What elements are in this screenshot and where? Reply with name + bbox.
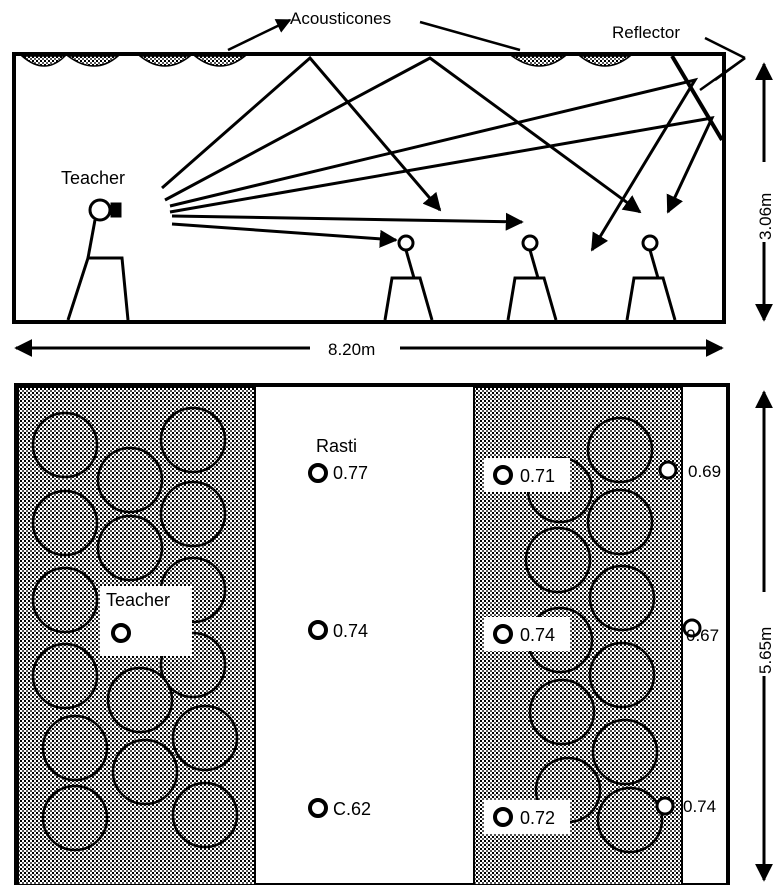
rasti-value: 0.69 — [688, 462, 721, 481]
acousticone-circle — [528, 678, 596, 746]
acousticone-circle — [111, 738, 179, 806]
acousticones-group — [19, 55, 633, 67]
ray-direct-1 — [171, 212, 524, 231]
rasti-value: 0.67 — [686, 626, 719, 645]
acousticone-circle — [159, 406, 227, 474]
acousticone — [509, 55, 568, 67]
plan-view: Teacher Rasti 0.77 0.74 C.62 0.71 0.74 0… — [14, 383, 775, 885]
rasti-point-marker — [493, 807, 513, 827]
rasti-point-marker — [658, 460, 678, 480]
rasti-point-marker — [655, 796, 675, 816]
acousticone-circle — [596, 786, 664, 854]
acousticone-circle — [171, 704, 239, 772]
acousticone-circle — [588, 564, 656, 632]
student-figure — [506, 234, 558, 321]
acousticone-circle — [586, 416, 654, 484]
rasti-point-marker — [493, 465, 513, 485]
reflector-label: Reflector — [612, 23, 680, 42]
rasti-point-marker — [308, 620, 328, 640]
rasti-value: 0.74 — [683, 797, 716, 816]
reflector-leader-1 — [704, 36, 746, 60]
rasti-point-marker — [682, 618, 702, 638]
acousticone-circle — [96, 446, 164, 514]
teacher-label-plan: Teacher — [106, 590, 170, 610]
ray-direct-2 — [171, 222, 398, 248]
reflector-panel — [670, 54, 724, 142]
rasti-value: 0.71 — [520, 466, 555, 486]
teacher-body — [86, 219, 97, 259]
acousticone-circle — [588, 641, 656, 709]
acousticone-circle — [31, 411, 99, 479]
acousticone-circle — [586, 488, 654, 556]
rasti-point-marker — [308, 798, 328, 818]
acousticone — [19, 55, 67, 67]
acousticone — [192, 55, 248, 67]
length-dimension-label: 8.20m — [328, 340, 375, 359]
rasti-point-marker — [308, 463, 328, 483]
teacher-label-section: Teacher — [61, 168, 125, 188]
acousticones-leader-left — [227, 18, 292, 52]
acousticone-circle — [524, 526, 592, 594]
acousticone-circle — [171, 781, 239, 849]
sound-rays — [161, 55, 715, 252]
acousticones-leader-right — [419, 20, 521, 52]
ray-reflected-1 — [161, 55, 442, 212]
acousticones-label: Acousticones — [290, 9, 391, 28]
rasti-value: C.62 — [333, 799, 371, 819]
rasti-value: 0.74 — [520, 625, 555, 645]
acousticone-circle — [96, 514, 164, 582]
rasti-label: Rasti — [316, 436, 357, 456]
acousticone-circle — [591, 718, 659, 786]
rasti-point-marker — [493, 624, 513, 644]
teacher-head — [88, 198, 112, 222]
acousticone-circle — [31, 566, 99, 634]
acousticone-circle — [41, 714, 109, 782]
height-dimension-label: 3.06m — [756, 193, 775, 240]
teacher-figure — [66, 198, 130, 321]
section-view: Acousticones Reflector Teacher — [12, 9, 775, 360]
rasti-value: 0.72 — [520, 808, 555, 828]
rasti-value: 0.77 — [333, 463, 368, 483]
student-figure — [625, 234, 677, 321]
acousticone-circle — [31, 489, 99, 557]
teacher-plan-box — [100, 586, 192, 656]
ray-reflector-1 — [169, 77, 699, 252]
width-dimension-label: 5.65m — [756, 627, 775, 674]
ray-reflected-2 — [164, 56, 642, 214]
reflector-leader-3 — [714, 56, 746, 82]
acousticone-circle — [106, 666, 174, 734]
student-figure — [383, 234, 434, 321]
acousticone — [137, 55, 193, 67]
teacher-mouth — [110, 202, 122, 218]
teacher-plan-marker — [111, 623, 131, 643]
acousticone-circle — [159, 480, 227, 548]
teacher-desk — [66, 256, 130, 321]
acousticone — [577, 55, 633, 67]
acousticone-circle — [31, 642, 99, 710]
room-section-outline — [12, 52, 726, 324]
acousticone — [65, 55, 121, 67]
rasti-value: 0.74 — [333, 621, 368, 641]
ray-reflector-2 — [169, 116, 715, 214]
plan-left-acousticones — [31, 406, 239, 852]
students-section — [383, 234, 677, 321]
acousticone-circle — [41, 784, 109, 852]
